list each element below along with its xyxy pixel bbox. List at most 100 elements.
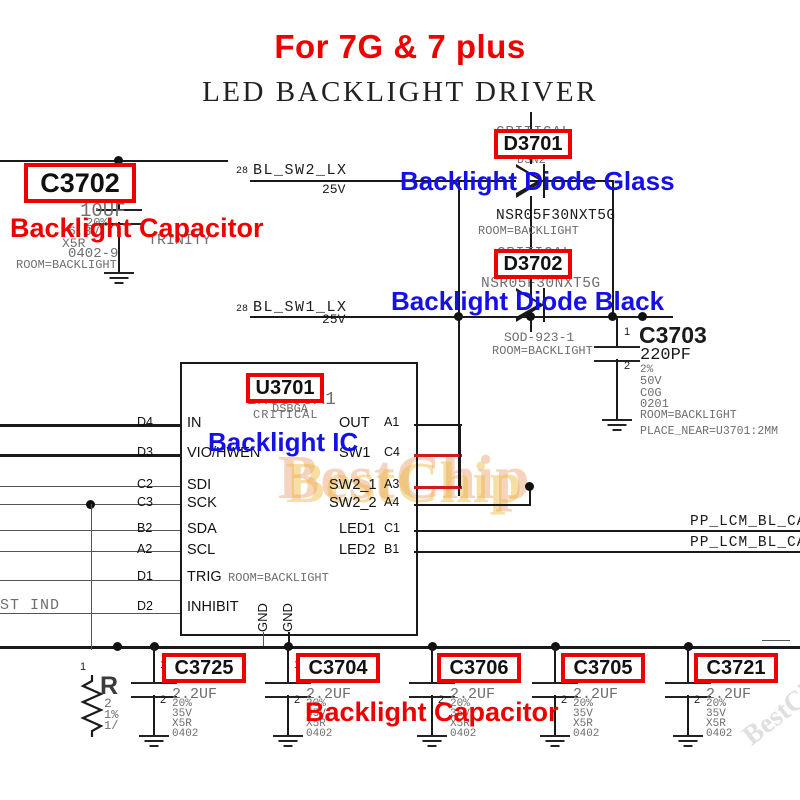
callout-box-c3702[interactable]: C3702 (24, 163, 136, 203)
page-subtitle: LED BACKLIGHT DRIVER (202, 76, 598, 108)
u3701-pinnum-c3: C3 (137, 495, 153, 509)
c3705-pkg: 0402 (573, 728, 600, 740)
c3702-volt: 6.3V (68, 224, 100, 239)
c3703-pin1: 1 (624, 326, 631, 338)
net-label-pp-lcm-bl-ca-1: PP_LCM_BL_CA (690, 514, 800, 530)
wire-c3702-left (0, 160, 120, 162)
u3701-pin-sda: SDA (187, 521, 217, 537)
u3701-pinnum-c2: C2 (137, 477, 153, 491)
net-label-pp-lcm-bl-ca-2: PP_LCM_BL_CA (690, 535, 800, 551)
wire-c3702-gnd (118, 222, 120, 274)
u3701-pin-sw2-2: SW2_2 (329, 495, 377, 511)
net-sheet-bl-sw2: 28 (236, 166, 249, 177)
symbol-resistor-left (80, 675, 104, 737)
wire-c3705-top (554, 646, 556, 684)
u3701-pin-in: IN (187, 415, 202, 431)
c3704-dielectric: X5R (306, 718, 326, 730)
u3701-pin-inhibit: INHIBIT (187, 599, 239, 615)
wire-right-stub (762, 640, 790, 642)
wire-sw2-vertical (458, 180, 460, 317)
wire-pin-d4-in (0, 424, 180, 428)
wire-c3703-gnd (616, 359, 618, 421)
u3701-pinnum-a3: A3 (384, 477, 400, 491)
u3701-pin-led1: LED1 (339, 521, 376, 537)
c3702-room: ROOM=BACKLIGHT (16, 258, 117, 272)
resistor-ref: R (100, 672, 119, 700)
callout-box-c3706[interactable]: C3706 (437, 653, 521, 683)
net-sheet-bl-sw1: 28 (236, 304, 249, 315)
callout-box-c3725[interactable]: C3725 (162, 653, 246, 683)
symbol-ground-c3702 (103, 272, 134, 286)
wire-gnd2-down (288, 632, 290, 648)
c3704-value: 2.2UF (306, 686, 352, 703)
c3721-pin2: 2 (694, 694, 701, 706)
net-label-bl-sw2-lx: BL_SW2_LX (253, 162, 348, 179)
wire-bottom-rail (0, 646, 800, 649)
c3705-volt: 35V (573, 708, 593, 720)
callout-box-c3721[interactable]: C3721 (694, 653, 778, 683)
c3704-pkg: 0402 (306, 728, 333, 740)
c3702-dielectric: X5R (62, 236, 86, 251)
c3705-value: 2.2UF (573, 686, 619, 703)
c3725-volt: 35V (172, 708, 192, 720)
symbol-ground-c3705 (539, 735, 570, 749)
callout-box-d3702[interactable]: D3702 (494, 249, 572, 279)
wire-pin-d3-vio (0, 454, 180, 458)
wire-pin-b2-sda (0, 530, 180, 532)
c3706-pkg: 0402 (450, 728, 477, 740)
wire-bl-sw2-rail (250, 180, 560, 182)
callout-box-d3701[interactable]: D3701 (494, 129, 572, 159)
wire-c3704-gnd (287, 695, 289, 737)
u3701-pin-gnd-2: GND (280, 603, 295, 632)
c3725-pkg: 0402 (172, 728, 199, 740)
c3706-value: 2.2UF (450, 686, 496, 703)
annotation-backlight-capacitor-top: Backlight Capacitor (10, 213, 264, 243)
net-label-bl-sw1-lx: BL_SW1_LX (253, 299, 348, 316)
callout-box-u3701[interactable]: U3701 (246, 373, 324, 403)
wire-c3706-top (431, 646, 433, 684)
u3701-pin-out: OUT (339, 415, 370, 431)
c3705-pin2: 2 (561, 694, 568, 706)
wire-pin-led2 (414, 551, 800, 553)
c3704-pin2: 2 (294, 694, 301, 706)
c3703-pin2: 2 (624, 360, 631, 372)
c3704-volt: 35V (306, 708, 326, 720)
wire-c3725-top (153, 646, 155, 684)
callout-box-c3704[interactable]: C3704 (296, 653, 380, 683)
u3701-pin-sck: SCK (187, 495, 217, 511)
wire-c3705-gnd (554, 695, 556, 737)
c3706-volt: 35V (450, 708, 470, 720)
c3702-value: 10UF (80, 200, 126, 222)
wire-gnd1-down (263, 632, 265, 648)
u3701-pinnum-d1: D1 (137, 569, 153, 583)
c3702-note: TRINITY (148, 232, 212, 249)
c3706-pin2: 2 (438, 694, 445, 706)
u3701-critical: CRITICAL (253, 408, 319, 422)
wire-out-to-sw2-rail (459, 424, 461, 488)
c3721-pkg: 0402 (706, 728, 733, 740)
wire-c3721-top (687, 646, 689, 684)
c3703-dielectric: C0G (640, 386, 662, 400)
symbol-ground-c3706 (416, 735, 447, 749)
u3701-pinnum-d2: D2 (137, 599, 153, 613)
c3703-place: PLACE_NEAR=U3701:2MM (640, 425, 779, 438)
resistor-l2: 1% (104, 708, 119, 722)
resistor-l1: 2 (104, 696, 112, 711)
c3705-tol: 20% (573, 698, 593, 710)
d3702-pkg: SOD-923-1 (504, 330, 575, 345)
wire-resistor-top (91, 504, 93, 650)
wire-pin-c2-sdi (0, 486, 180, 488)
c3703-ref: C3703 (639, 322, 707, 348)
u3701-pin-scl: SCL (187, 542, 216, 558)
c3703-tol: 2% (640, 364, 654, 376)
d3701-room: ROOM=BACKLIGHT (478, 224, 579, 238)
wire-d3702-bottom (530, 316, 532, 332)
wire-c3704-top (287, 646, 289, 684)
u3701-pin-gnd-1: GND (255, 603, 270, 632)
callout-box-c3705[interactable]: C3705 (561, 653, 645, 683)
d3702-room: ROOM=BACKLIGHT (492, 344, 593, 358)
c3721-dielectric: X5R (706, 718, 726, 730)
u3701-pin-sdi: SDI (187, 477, 212, 493)
junction-sw2-1 (525, 482, 534, 491)
